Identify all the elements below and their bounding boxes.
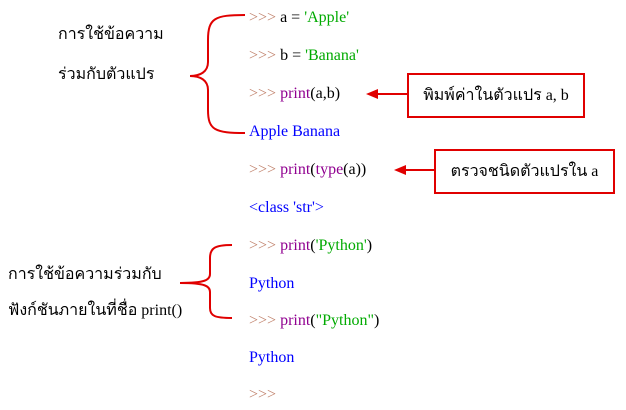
builtin-keyword: print (280, 85, 311, 102)
output-text: Apple Banana (249, 123, 341, 140)
code-text: ( (310, 237, 316, 254)
code-text: b = (280, 47, 306, 64)
prompt: >>> (249, 47, 281, 64)
prompt: >>> (249, 9, 281, 26)
callout-print: พิมพ์ค่าในตัวแปร a, b (407, 73, 585, 118)
arrow-print-head (366, 89, 378, 99)
code-line: >>> print(type(a)) (249, 160, 366, 180)
builtin-keyword: print (280, 312, 311, 329)
brace-print (179, 244, 233, 319)
brace-variables (189, 14, 246, 134)
code-line: Python (249, 274, 294, 294)
code-line: >>> print('Python') (249, 236, 372, 256)
code-line: >>> (249, 385, 276, 405)
builtin-keyword: print (280, 237, 311, 254)
code-text: a = (280, 9, 305, 26)
label-print-line2: ฟังก์ชันภายในที่ชื่อ print() (8, 302, 183, 319)
arrow-type-head (394, 165, 406, 175)
code-text: ( (310, 161, 316, 178)
output-text: <class 'str'> (249, 199, 324, 216)
label-print-line1: การใช้ข้อความร่วมกับ (8, 266, 162, 283)
code-text: (a)) (343, 161, 367, 178)
string-literal: 'Apple' (304, 9, 350, 26)
code-line: >>> print("Python") (249, 311, 379, 331)
prompt: >>> (249, 386, 277, 403)
string-literal: "Python" (315, 312, 375, 329)
prompt: >>> (249, 237, 281, 254)
code-line: Apple Banana (249, 122, 340, 142)
code-line: >>> print(a,b) (249, 84, 340, 104)
output-text: Python (249, 275, 295, 292)
code-text: ) (374, 312, 380, 329)
code-text: (a,b) (310, 85, 341, 102)
label-variables-line1: การใช้ข้อความ (58, 26, 164, 43)
code-text: ) (366, 237, 373, 254)
string-literal: 'Banana' (305, 47, 359, 64)
prompt: >>> (249, 85, 281, 102)
output-text: Python (249, 349, 295, 366)
code-line: Python (249, 348, 294, 368)
builtin-keyword: print (280, 161, 311, 178)
code-line: >>> b = 'Banana' (249, 46, 359, 66)
string-literal: 'Python' (315, 237, 367, 254)
prompt: >>> (249, 161, 281, 178)
callout-type: ตรวจชนิดตัวแปรใน a (434, 149, 615, 194)
prompt: >>> (249, 312, 281, 329)
code-text: ( (310, 312, 316, 329)
builtin-keyword: type (315, 161, 344, 178)
code-line: >>> a = 'Apple' (249, 8, 349, 28)
code-line: <class 'str'> (249, 198, 324, 218)
label-variables-line2: ร่วมกับตัวแปร (58, 66, 155, 83)
